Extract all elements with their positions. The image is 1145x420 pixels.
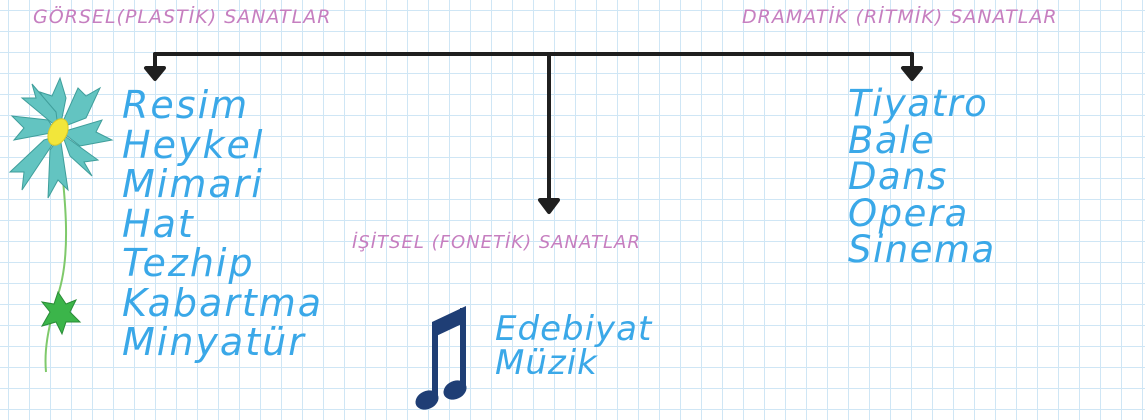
note-stem-left [432, 322, 438, 398]
auditory-arts-list: Edebiyat Müzik [495, 312, 652, 380]
flower-center [47, 118, 69, 146]
list-item: Kabartma [122, 280, 324, 325]
music-note-icon [415, 306, 467, 410]
list-item: Edebiyat [495, 309, 653, 349]
list-item: Resim [122, 83, 250, 127]
note-head-right [443, 380, 467, 400]
visual-arts-heading: GÖRSEL(PLASTİK) SANATLAR [33, 6, 332, 28]
list-item: Mimari [122, 162, 264, 206]
visual-arts-list: Resim Heykel Mimari Hat Tezhip Kabartma … [122, 83, 324, 364]
right-arrowhead [901, 66, 923, 81]
center-arrowhead [538, 198, 560, 214]
leaf-icon [40, 290, 82, 336]
list-item: Hat [122, 201, 195, 246]
list-item: Sinema [848, 228, 996, 271]
list-item: Heykel [122, 122, 265, 167]
note-beam [432, 306, 466, 338]
left-arrowhead [144, 66, 166, 81]
note-stem-right [460, 308, 466, 388]
list-item: Tiyatro [848, 82, 989, 125]
note-head-left [415, 390, 439, 410]
list-item: Opera [848, 191, 969, 235]
flower-petals [8, 76, 114, 199]
flower-icon [8, 76, 114, 373]
dramatic-arts-list: Tiyatro Bale Dans Opera Sinema [848, 82, 996, 271]
connector-arrows [144, 52, 923, 214]
list-item: Bale [848, 118, 936, 162]
dramatic-arts-heading: DRAMATİK (RİTMİK) SANATLAR [742, 6, 1058, 28]
list-item: Dans [848, 155, 948, 198]
auditory-arts-heading: İŞİTSEL (FONETİK) SANATLAR [352, 232, 641, 253]
list-item: Minyatür [122, 320, 306, 364]
list-item: Müzik [495, 343, 598, 383]
list-item: Tezhip [122, 241, 255, 285]
